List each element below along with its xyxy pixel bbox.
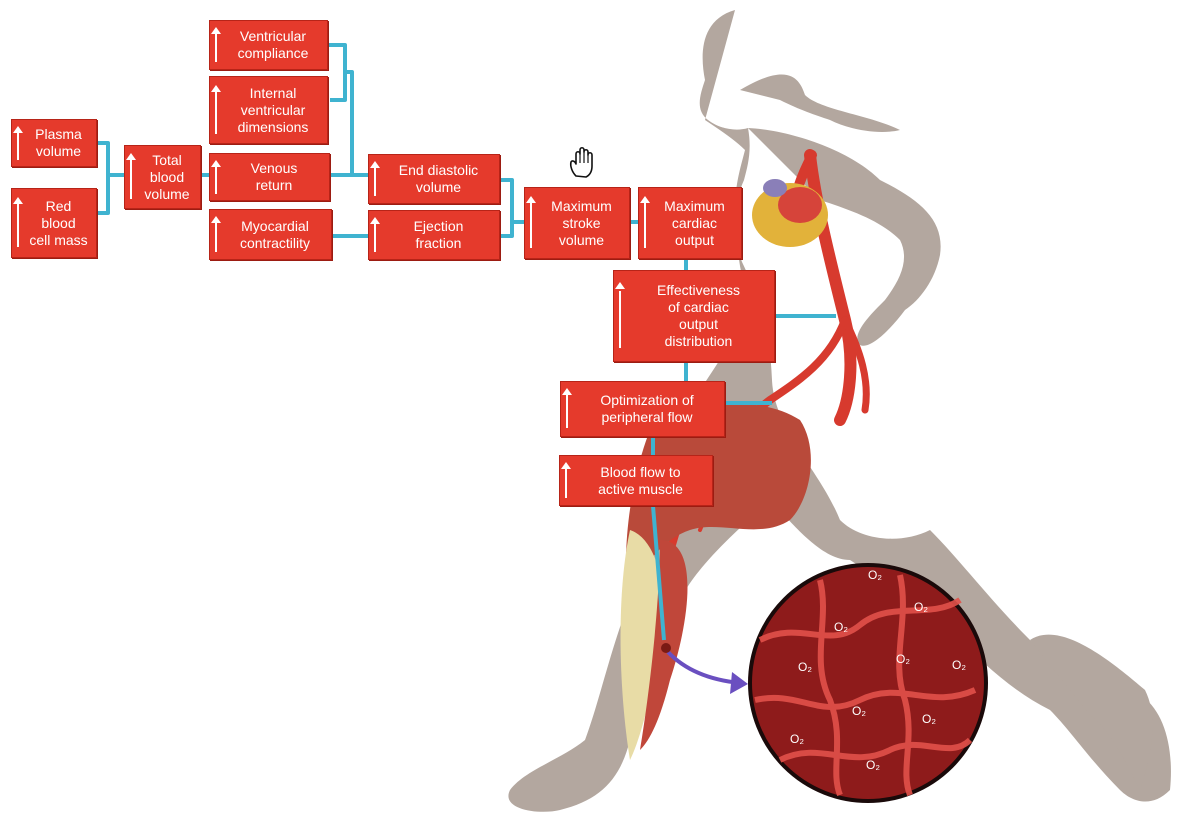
- up-arrow-icon: [12, 189, 24, 257]
- up-arrow-icon: [210, 77, 222, 143]
- up-arrow-icon: [12, 120, 24, 166]
- o2-label: O₂: [952, 658, 966, 672]
- o2-label: O₂: [834, 620, 848, 634]
- up-arrow-icon: [210, 21, 222, 69]
- ventricular-compliance-box: Ventricular compliance: [209, 20, 328, 70]
- o2-label: O₂: [866, 758, 880, 772]
- up-arrow-icon: [210, 210, 222, 259]
- o2-label: O₂: [852, 704, 866, 718]
- o2-label: O₂: [896, 652, 910, 666]
- effectiveness-distribution-box: Effectiveness of cardiac output distribu…: [613, 270, 775, 362]
- up-arrow-icon: [210, 154, 222, 200]
- effectiveness-distribution-label: Effectiveness of cardiac output distribu…: [626, 282, 774, 350]
- maximum-cardiac-output-label: Maximum cardiac output: [651, 198, 741, 249]
- myocardial-contractility-box: Myocardial contractility: [209, 209, 332, 260]
- up-arrow-icon: [125, 146, 137, 208]
- venous-return-label: Venous return: [222, 160, 329, 194]
- up-arrow-icon: [561, 382, 573, 436]
- up-arrow-icon: [369, 155, 381, 203]
- ejection-fraction-box: Ejection fraction: [368, 210, 500, 260]
- muscle-focus-point: [661, 643, 671, 653]
- plasma-volume-label: Plasma volume: [24, 126, 96, 160]
- o2-label: O₂: [790, 732, 804, 746]
- blood-flow-active-muscle-label: Blood flow to active muscle: [572, 464, 712, 498]
- plasma-volume-box: Plasma volume: [11, 119, 97, 167]
- hand-cursor-icon: [566, 146, 600, 180]
- o2-label: O₂: [798, 660, 812, 674]
- optimization-peripheral-flow-box: Optimization of peripheral flow: [560, 381, 725, 437]
- end-diastolic-volume-label: End diastolic volume: [381, 162, 499, 196]
- o2-label: O₂: [868, 568, 882, 582]
- up-arrow-icon: [639, 188, 651, 258]
- maximum-cardiac-output-box: Maximum cardiac output: [638, 187, 742, 259]
- total-blood-volume-label: Total blood volume: [137, 152, 200, 203]
- o2-label: O₂: [922, 712, 936, 726]
- ventricular-compliance-label: Ventricular compliance: [222, 28, 327, 62]
- blood-flow-active-muscle-box: Blood flow to active muscle: [559, 455, 713, 506]
- up-arrow-icon: [614, 271, 626, 361]
- internal-ventricular-dimensions-label: Internal ventricular dimensions: [222, 85, 327, 136]
- ejection-fraction-label: Ejection fraction: [381, 218, 499, 252]
- up-arrow-icon: [525, 188, 537, 258]
- red-blood-cell-mass-box: Red blood cell mass: [11, 188, 97, 258]
- magnify-pointer-head: [730, 672, 748, 694]
- maximum-stroke-volume-box: Maximum stroke volume: [524, 187, 630, 259]
- maximum-stroke-volume-label: Maximum stroke volume: [537, 198, 629, 249]
- total-blood-volume-box: Total blood volume: [124, 145, 201, 209]
- optimization-peripheral-flow-label: Optimization of peripheral flow: [573, 392, 724, 426]
- o2-label: O₂: [914, 600, 928, 614]
- myocardial-contractility-label: Myocardial contractility: [222, 218, 331, 252]
- magnify-pointer-arrow: [668, 652, 740, 683]
- up-arrow-icon: [369, 211, 381, 259]
- end-diastolic-volume-box: End diastolic volume: [368, 154, 500, 204]
- internal-ventricular-dimensions-box: Internal ventricular dimensions: [209, 76, 328, 144]
- venous-return-box: Venous return: [209, 153, 330, 201]
- red-blood-cell-mass-label: Red blood cell mass: [24, 198, 96, 249]
- up-arrow-icon: [560, 456, 572, 505]
